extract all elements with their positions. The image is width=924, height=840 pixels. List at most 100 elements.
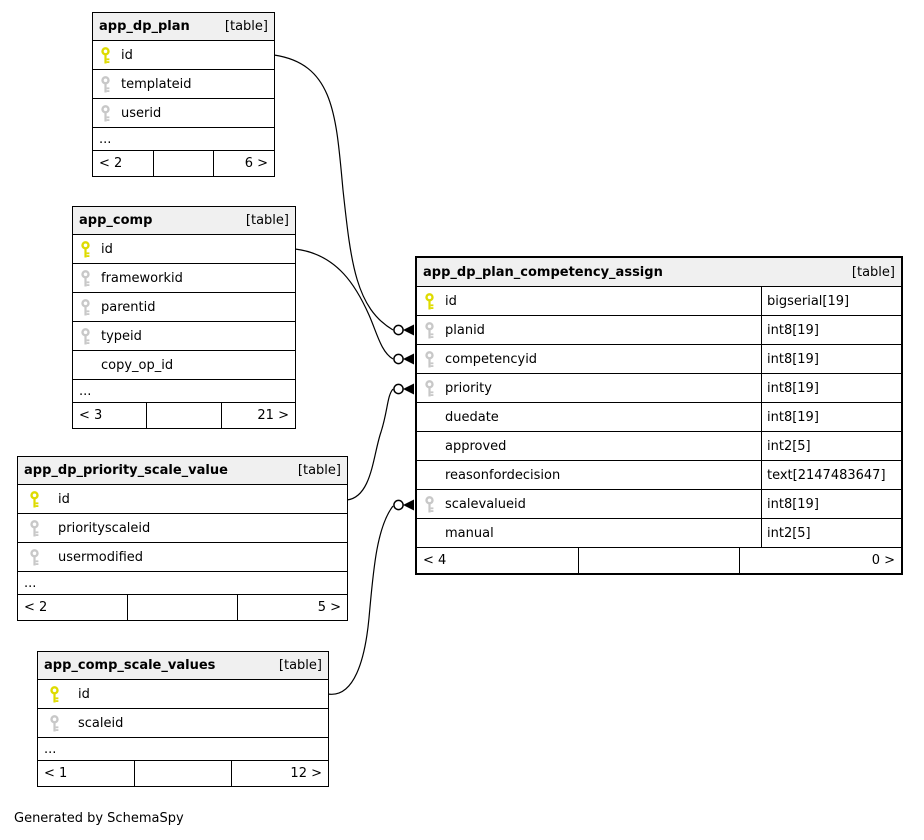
table-footer: < 2 6 > <box>93 151 274 176</box>
table-badge: [table] <box>245 213 289 228</box>
column-row: userid <box>93 99 274 128</box>
column-name: priorityscaleid <box>58 520 151 536</box>
column-row: id <box>18 485 347 514</box>
column-row: duedate int8[19] <box>417 403 901 432</box>
foreign-key-icon <box>100 75 111 93</box>
table-title[interactable]: app_comp <box>79 213 153 228</box>
foreign-key-icon <box>80 269 91 287</box>
foreign-key-icon <box>49 714 60 732</box>
column-row: reasonfordecision text[2147483647] <box>417 461 901 490</box>
hidden-columns-ellipsis: ... <box>18 572 347 595</box>
edge-app_dp_priority_scale_value-priority <box>346 388 394 501</box>
edge-endpoint-dot <box>393 353 404 365</box>
primary-key-icon <box>49 685 60 703</box>
table-footer: < 2 5 > <box>18 595 347 620</box>
column-name: id <box>78 686 90 702</box>
table-badge: [table] <box>297 463 341 478</box>
column-row: usermodified <box>18 543 347 572</box>
column-name: duedate <box>445 409 499 425</box>
column-name: scaleid <box>78 715 124 731</box>
foreign-key-icon <box>80 327 91 345</box>
column-type: int8[19] <box>761 345 901 373</box>
column-row: id <box>93 41 274 70</box>
column-name: frameworkid <box>101 270 183 286</box>
table-title[interactable]: app_dp_plan_competency_assign <box>423 264 663 280</box>
table-footer: < 1 12 > <box>38 761 328 786</box>
table-header[interactable]: app_comp_scale_values [table] <box>38 652 328 680</box>
column-type: bigserial[19] <box>761 287 901 315</box>
hidden-columns-ellipsis: ... <box>38 738 328 761</box>
edge-endpoint-arrow <box>403 353 414 365</box>
column-type: int8[19] <box>761 374 901 402</box>
table-title[interactable]: app_comp_scale_values <box>44 658 216 673</box>
foreign-key-icon <box>29 548 40 566</box>
column-name: id <box>101 241 113 257</box>
foreign-key-icon <box>80 298 91 316</box>
footer-related-out: 6 > <box>213 151 274 176</box>
hidden-columns-ellipsis: ... <box>93 128 274 151</box>
table-header[interactable]: app_dp_plan_competency_assign [table] <box>417 258 901 287</box>
column-row: scaleid <box>38 709 328 738</box>
primary-key-icon <box>29 490 40 508</box>
footer-related-in: < 3 <box>79 408 103 423</box>
table-node-app_dp_priority_scale_value[interactable]: app_dp_priority_scale_value [table] id p… <box>17 456 348 621</box>
table-title[interactable]: app_dp_plan <box>99 19 190 34</box>
table-title[interactable]: app_dp_priority_scale_value <box>24 463 228 478</box>
edge-endpoint-dot <box>393 383 404 395</box>
column-type: int8[19] <box>761 316 901 344</box>
footer-middle <box>134 761 231 786</box>
column-name: copy_op_id <box>101 357 174 373</box>
column-row: manual int2[5] <box>417 519 901 548</box>
column-name: id <box>445 293 457 309</box>
column-name: scalevalueid <box>445 496 526 512</box>
column-name: approved <box>445 438 507 454</box>
footer-related-out: 21 > <box>220 403 295 428</box>
column-name: templateid <box>121 76 192 92</box>
column-row: templateid <box>93 70 274 99</box>
edge-endpoint-arrow <box>403 499 414 511</box>
table-footer: < 4 0 > <box>417 548 901 573</box>
foreign-key-icon <box>29 519 40 537</box>
table-node-app_dp_plan[interactable]: app_dp_plan [table] id templateid userid… <box>92 12 275 177</box>
table-header[interactable]: app_comp [table] <box>73 207 295 235</box>
edge-endpoint-dot <box>393 324 404 336</box>
column-name: id <box>58 491 70 507</box>
table-node-app_dp_plan_competency_assign[interactable]: app_dp_plan_competency_assign [table] id… <box>415 256 903 575</box>
column-name: parentid <box>101 299 156 315</box>
table-header[interactable]: app_dp_plan [table] <box>93 13 274 41</box>
column-row: parentid <box>73 293 295 322</box>
footer-related-in: < 2 <box>99 156 123 171</box>
footer-related-out: 5 > <box>237 595 347 620</box>
generator-note: Generated by SchemaSpy <box>14 811 184 826</box>
edge-endpoint-arrow <box>403 383 414 395</box>
column-type: text[2147483647] <box>761 461 901 489</box>
column-row: typeid <box>73 322 295 351</box>
table-badge: [table] <box>278 658 322 673</box>
column-name: priority <box>445 380 492 396</box>
column-row: id <box>38 680 328 709</box>
no-key-spacer <box>424 438 435 455</box>
no-key-spacer <box>424 525 435 542</box>
footer-middle <box>577 548 740 573</box>
edge-app_comp_scale_values-scalevalueid <box>327 505 394 695</box>
table-header[interactable]: app_dp_priority_scale_value [table] <box>18 457 347 485</box>
no-key-spacer <box>424 467 435 484</box>
column-row: competencyid int8[19] <box>417 345 901 374</box>
column-row: id <box>73 235 295 264</box>
footer-related-out: 12 > <box>231 761 328 786</box>
table-node-app_comp[interactable]: app_comp [table] id frameworkid parentid… <box>72 206 296 429</box>
footer-related-out: 0 > <box>739 548 901 573</box>
column-name: manual <box>445 525 494 541</box>
column-row: approved int2[5] <box>417 432 901 461</box>
column-name: usermodified <box>58 549 144 565</box>
primary-key-icon <box>80 240 91 258</box>
foreign-key-icon <box>424 350 435 368</box>
table-badge: [table] <box>851 264 895 280</box>
column-row: frameworkid <box>73 264 295 293</box>
table-node-app_comp_scale_values[interactable]: app_comp_scale_values [table] id scaleid… <box>37 651 329 787</box>
footer-middle <box>146 403 220 428</box>
column-type: int2[5] <box>761 432 901 460</box>
column-row: priorityscaleid <box>18 514 347 543</box>
foreign-key-icon <box>424 495 435 513</box>
footer-middle <box>127 595 237 620</box>
